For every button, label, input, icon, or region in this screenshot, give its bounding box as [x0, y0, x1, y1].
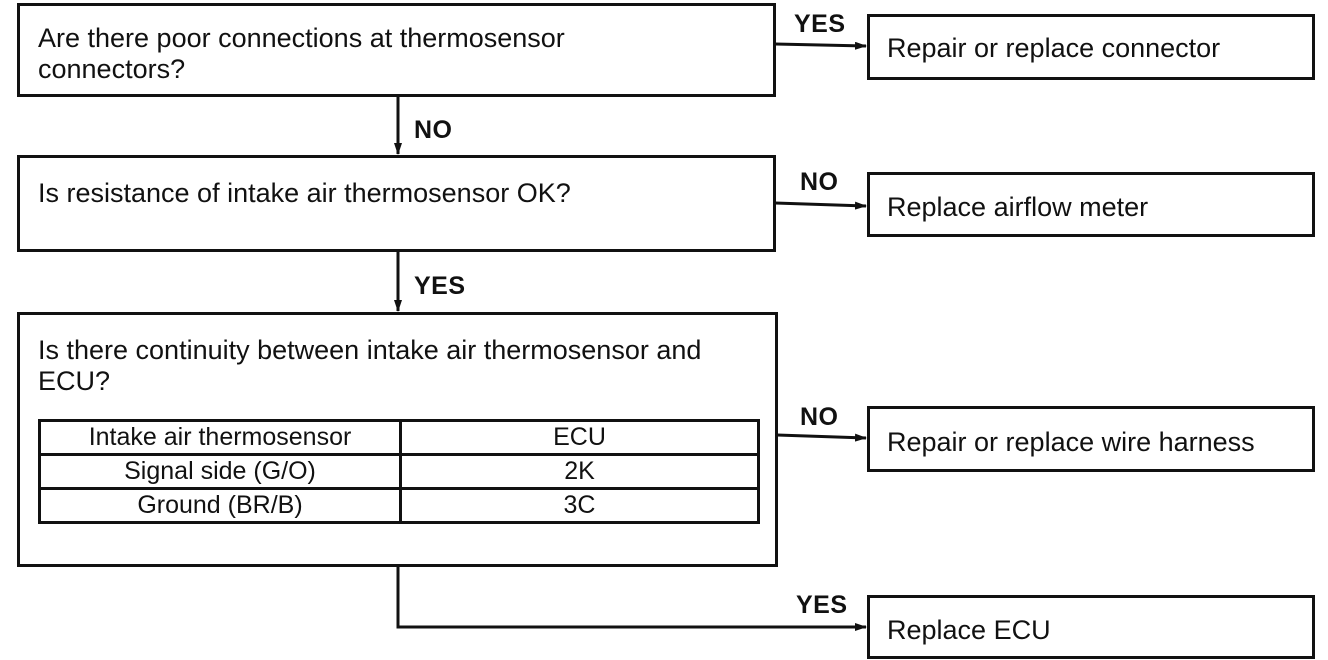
table-cell: Ground (BR/B) [38, 487, 402, 524]
arrow-step3-yes [396, 566, 867, 631]
step3-result-box: Repair or replace wire harness [867, 406, 1315, 472]
final-result-box: Replace ECU [867, 595, 1315, 659]
step2-result: Replace airflow meter [887, 192, 1149, 222]
table-cell: 2K [399, 453, 760, 490]
arrow-step1-yes [774, 41, 867, 50]
arrow-step3-no [776, 433, 867, 442]
arrow-step2-no [774, 201, 867, 210]
table-header-row: Intake air thermosensor ECU [38, 419, 760, 456]
table-cell: 3C [399, 487, 760, 524]
table-header-cell: ECU [399, 419, 760, 456]
table-row: Ground (BR/B) 3C [38, 487, 760, 524]
step1-no-label: NO [414, 116, 453, 144]
step2-result-box: Replace airflow meter [867, 172, 1315, 237]
step3-question: Is there continuity between intake air t… [38, 335, 702, 396]
step1-question-box: Are there poor connections at thermosens… [17, 3, 776, 97]
step1-yes-label: YES [794, 10, 846, 38]
step3-yes-label: YES [796, 591, 848, 619]
continuity-table: Intake air thermosensor ECU Signal side … [38, 419, 760, 524]
step2-question-box: Is resistance of intake air thermosensor… [17, 155, 776, 252]
step3-question-box: Is there continuity between intake air t… [17, 312, 778, 567]
step2-no-label: NO [800, 168, 839, 196]
step2-yes-label: YES [414, 272, 466, 300]
step1-result: Repair or replace connector [887, 33, 1221, 63]
step3-no-label: NO [800, 403, 839, 431]
table-header-cell: Intake air thermosensor [38, 419, 402, 456]
step1-result-box: Repair or replace connector [867, 14, 1315, 80]
step2-question: Is resistance of intake air thermosensor… [38, 178, 571, 208]
step3-result: Repair or replace wire harness [887, 427, 1255, 457]
final-result: Replace ECU [887, 615, 1051, 645]
table-row: Signal side (G/O) 2K [38, 453, 760, 490]
table-cell: Signal side (G/O) [38, 453, 402, 490]
step1-question: Are there poor connections at thermosens… [38, 23, 565, 84]
